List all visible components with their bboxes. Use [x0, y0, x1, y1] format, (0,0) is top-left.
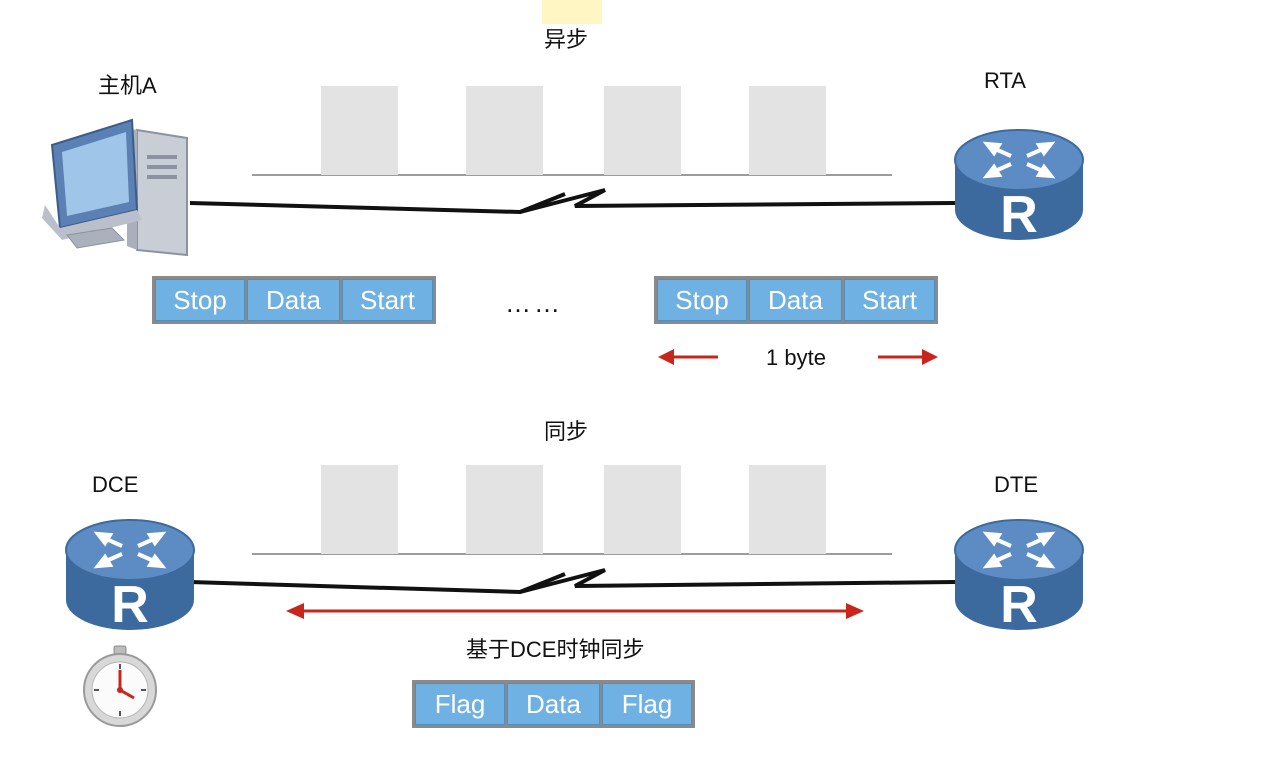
frame-cell: Data	[749, 279, 842, 321]
frame-cell: Stop	[657, 279, 747, 321]
frame-cell: Start	[342, 279, 433, 321]
sync-pulse	[466, 465, 543, 554]
async-pulse	[749, 86, 826, 175]
async-frame-right: Stop Data Start	[654, 276, 938, 324]
frame-cell: Stop	[155, 279, 245, 321]
ellipsis: ……	[505, 288, 563, 318]
router-icon: R	[65, 519, 195, 634]
frame-cell: Data	[247, 279, 340, 321]
frame-cell: Data	[507, 683, 600, 725]
dte-label: DTE	[994, 472, 1038, 497]
dce-label: DCE	[92, 472, 139, 497]
sync-pulse	[749, 465, 826, 554]
clock-caption: 基于DCE时钟同步	[466, 637, 645, 662]
sync-baseline	[252, 553, 892, 555]
router-icon: R	[954, 129, 1084, 244]
sync-pulse	[321, 465, 398, 554]
frame-cell: Flag	[415, 683, 505, 725]
svg-text:R: R	[1000, 186, 1038, 244]
sync-pulse	[604, 465, 681, 554]
svg-text:R: R	[111, 576, 149, 634]
stopwatch-icon	[83, 645, 157, 727]
sticky-note	[542, 0, 602, 24]
byte-label: 1 byte	[766, 345, 826, 370]
router-label-rta: RTA	[984, 68, 1026, 93]
async-title: 异步	[544, 27, 589, 52]
computer-icon	[42, 118, 188, 257]
async-frame-left: Stop Data Start	[152, 276, 436, 324]
host-label: 主机A	[98, 73, 157, 98]
frame-cell: Flag	[602, 683, 692, 725]
async-pulse	[604, 86, 681, 175]
router-icon: R	[954, 519, 1084, 634]
sync-title: 同步	[544, 419, 589, 444]
frame-cell: Start	[844, 279, 935, 321]
async-baseline	[252, 174, 892, 176]
arrow-left-icon	[658, 349, 718, 365]
arrow-double-icon	[286, 603, 864, 619]
async-pulse	[321, 86, 398, 175]
sync-frame: Flag Data Flag	[412, 680, 695, 728]
async-pulse	[466, 86, 543, 175]
svg-text:R: R	[1000, 576, 1038, 634]
arrow-right-icon	[878, 349, 938, 365]
